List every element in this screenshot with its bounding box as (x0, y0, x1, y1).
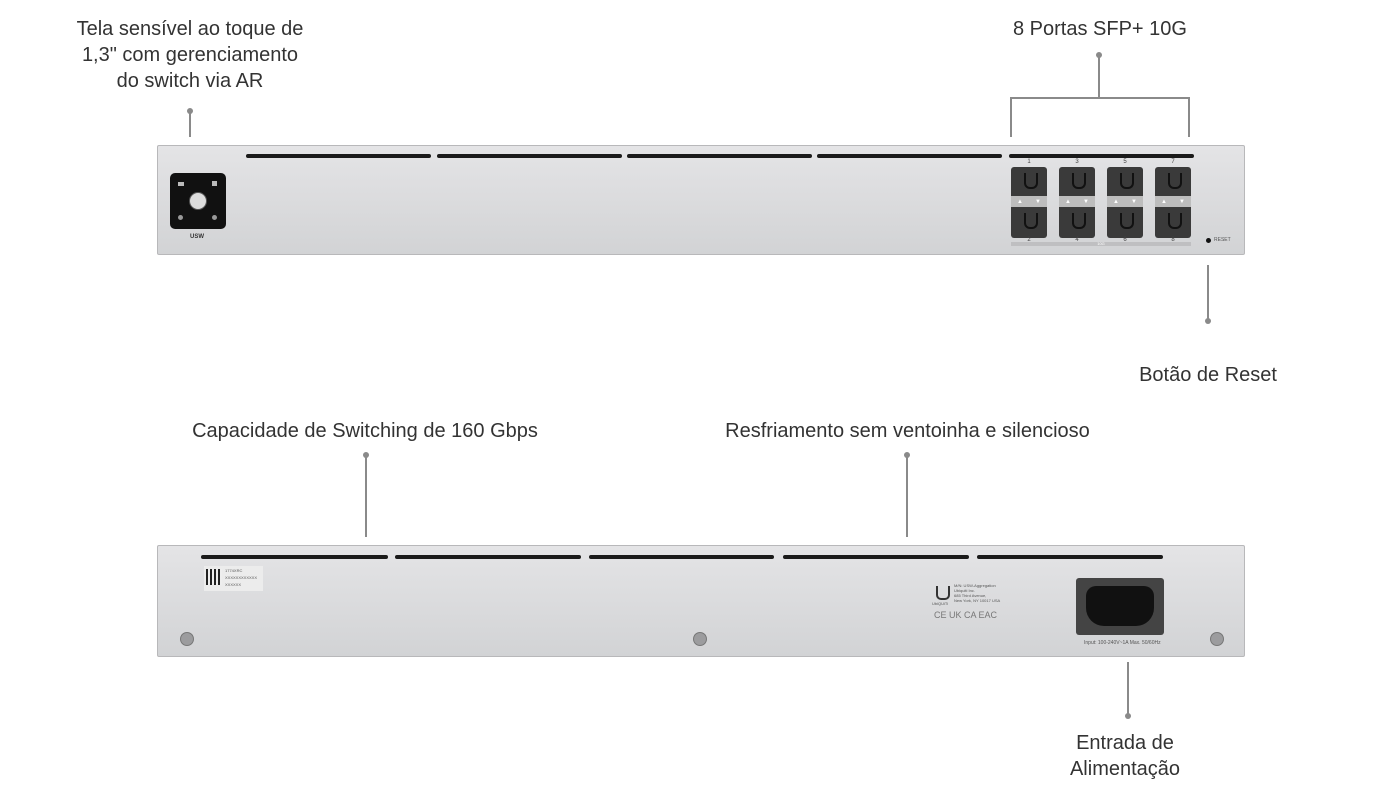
vent-slot (783, 555, 969, 559)
brand-label: USW (190, 234, 204, 240)
vent-slot (977, 555, 1163, 559)
regulatory-text: M/N: USW-Aggregation Ubiquiti Inc. 685 T… (954, 583, 1000, 603)
vent-slot (817, 154, 1002, 158)
port-number: 5 (1123, 159, 1127, 165)
callout-line (365, 455, 367, 537)
speed-label: 10G (1097, 241, 1105, 246)
vent-slot (627, 154, 812, 158)
regulatory-line: 685 Third Avenue, (954, 593, 987, 598)
label-text: XXXXXXXXXXXX (225, 575, 258, 580)
speed-bar: 10G (1011, 242, 1191, 246)
socket-recess (1086, 586, 1154, 626)
vent-slot (201, 555, 388, 559)
port-number: 8 (1171, 237, 1175, 243)
vent-slot (246, 154, 431, 158)
port-number: 7 (1171, 159, 1175, 165)
screw (180, 632, 194, 646)
sfp-port-pair[interactable]: ▲▼ (1155, 167, 1191, 238)
callout-dot (1125, 713, 1131, 719)
callout-line: do switch via AR (116, 70, 264, 92)
regulatory-line: Ubiquiti Inc. (954, 588, 975, 593)
sfp-callout: 8 Portas SFP+ 10G (1013, 18, 1187, 40)
callout-line (1010, 97, 1012, 137)
sfp-port-pair[interactable]: ▲▼ (1107, 167, 1143, 238)
reset-label: RESET (1214, 237, 1231, 243)
callout-line: Tela sensível ao toque de (76, 18, 304, 40)
port-number: 6 (1123, 237, 1127, 243)
regulatory-line: M/N: USW-Aggregation (954, 583, 996, 588)
switch-rear-panel: 1774XRC XXXXXXXXXXXX XXXXXX UbiQUiTi M/N… (157, 545, 1245, 657)
callout-line (1098, 55, 1100, 98)
vent-slot (1009, 154, 1194, 158)
switch-front-panel: USW 1 3 5 7 ▲▼ ▲▼ ▲▼ ▲▼ 2 4 6 8 10G RESE… (157, 145, 1245, 255)
screw (1210, 632, 1224, 646)
regulatory-line: New York, NY 10017 USA (954, 598, 1001, 603)
callout-line: Entrada de (1076, 732, 1174, 754)
label-text: XXXXXX (225, 582, 242, 587)
sfp-port-pair[interactable]: ▲▼ (1059, 167, 1095, 238)
chart-icon (212, 181, 217, 186)
callout-line (1127, 662, 1129, 715)
callout-line: Alimentação (1069, 758, 1181, 780)
network-icon (178, 182, 184, 186)
info-icon (178, 215, 183, 220)
reset-button[interactable] (1206, 238, 1211, 243)
screw (693, 632, 707, 646)
ubiquiti-logo (936, 586, 950, 600)
callout-dot (1205, 318, 1211, 324)
sfp-port-pair[interactable]: ▲▼ (1011, 167, 1047, 238)
callout-line (1207, 265, 1209, 320)
touchscreen-callout: Tela sensível ao toque de 1,3" com geren… (40, 16, 340, 94)
callout-line: 1,3" com gerenciamento (81, 44, 299, 66)
port-number: 3 (1075, 159, 1079, 165)
settings-icon (212, 215, 217, 220)
switching-callout: Capacidade de Switching de 160 Gbps (192, 420, 538, 442)
logo-text: UbiQUiTi (932, 601, 949, 606)
serial-label: 1774XRC XXXXXXXXXXXX XXXXXX (204, 566, 263, 591)
port-number: 2 (1027, 237, 1031, 243)
port-number: 1 (1027, 159, 1031, 165)
callout-line (906, 455, 908, 537)
callout-line (189, 111, 191, 137)
power-socket[interactable] (1076, 578, 1164, 635)
power-callout: Entrada de Alimentação (1025, 730, 1225, 782)
qr-code (206, 569, 222, 585)
vent-slot (589, 555, 774, 559)
cooling-callout: Resfriamento sem ventoinha e silencioso (725, 420, 1090, 442)
vent-slot (437, 154, 622, 158)
port-number: 4 (1075, 237, 1079, 243)
certification-marks: CE UK CA EAC (934, 610, 998, 620)
touchscreen-display[interactable] (170, 173, 226, 229)
vent-slot (395, 555, 581, 559)
callout-bracket (1010, 97, 1190, 99)
touchscreen-button[interactable] (189, 192, 207, 210)
power-rating: Input: 100-240V~1A Max. 50/60Hz (1084, 640, 1161, 646)
callout-line (1188, 97, 1190, 137)
reset-callout: Botão de Reset (1139, 364, 1277, 386)
label-text: 1774XRC (225, 568, 243, 573)
